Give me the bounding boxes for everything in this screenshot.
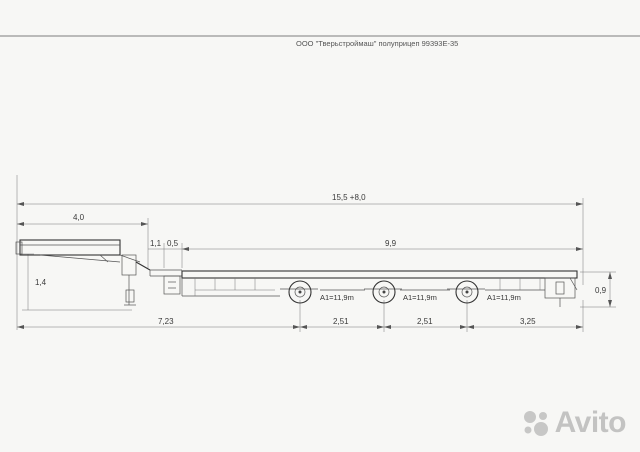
platform-length-dimension: 9,9 bbox=[182, 239, 583, 251]
wheel-axle-1 bbox=[280, 280, 318, 304]
gooseneck bbox=[15, 239, 141, 306]
bottom-dimension-chain: 7,23 2,51 2,51 3,25 bbox=[17, 300, 584, 332]
kingpin-to-axle1-label: 7,23 bbox=[158, 317, 174, 326]
drawing-title: ООО "Тверьстроймаш" полуприцеп 99393Е-35 bbox=[296, 39, 458, 48]
axle-spacing-2-label: 2,51 bbox=[417, 317, 433, 326]
overall-length-label: 15,5 +8,0 bbox=[332, 193, 366, 202]
main-deck bbox=[181, 270, 578, 307]
overall-length-dimension: 15,5 +8,0 bbox=[17, 193, 584, 285]
neck-transition bbox=[135, 261, 182, 295]
watermark-text: Avito bbox=[554, 406, 627, 439]
gooseneck-length-label: 4,0 bbox=[73, 213, 85, 222]
axle-3-load-label: A1=11,9m bbox=[487, 293, 521, 302]
avito-dots-icon bbox=[523, 411, 548, 436]
gap-a-label: 1,1 bbox=[150, 239, 162, 248]
wheel-axle-2 bbox=[364, 280, 402, 304]
gap-b-label: 0,5 bbox=[167, 239, 179, 248]
deck-height-dimension: 0,9 bbox=[580, 271, 616, 308]
gooseneck-length-dimension: 4,0 bbox=[17, 213, 149, 268]
wheel-axle-3 bbox=[447, 280, 485, 304]
platform-length-label: 9,9 bbox=[385, 239, 397, 248]
rear-overhang-label: 3,25 bbox=[520, 317, 536, 326]
axle-spacing-1-label: 2,51 bbox=[333, 317, 349, 326]
avito-watermark: Avito bbox=[521, 406, 627, 440]
gap-dimensions: 1,1 0,5 bbox=[148, 239, 183, 268]
gooseneck-height-dimension: 1,4 bbox=[22, 253, 132, 311]
axle-1-load-label: A1=11,9m bbox=[320, 293, 354, 302]
axle-2-load-label: A1=11,9m bbox=[403, 293, 437, 302]
gooseneck-height-label: 1,4 bbox=[35, 278, 47, 287]
deck-height-label: 0,9 bbox=[595, 286, 607, 295]
